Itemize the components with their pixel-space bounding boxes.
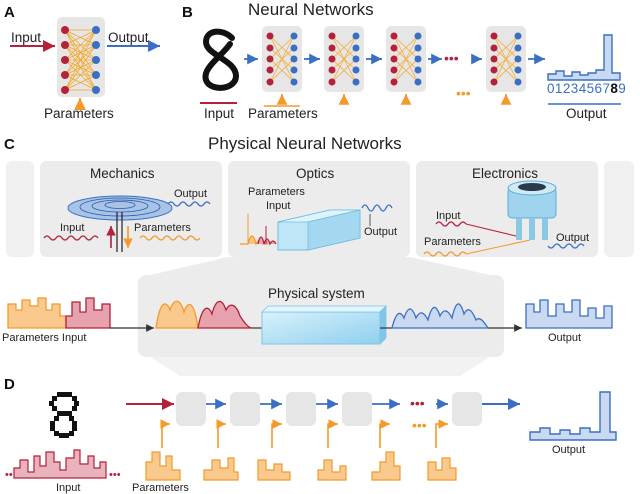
c-title: Physical Neural Networks	[208, 134, 402, 153]
a-output-label: Output	[108, 30, 149, 45]
system-parameters-input: Parameters Input	[2, 332, 87, 344]
panel-d-parameter-histograms	[145, 451, 457, 481]
b-input-label: Input	[204, 106, 235, 121]
panel-label-b: B	[182, 4, 193, 21]
electronics-title: Electronics	[472, 166, 539, 181]
b-digit: 8	[610, 81, 619, 96]
panel-label-a: A	[4, 4, 15, 21]
a-parameters-label: Parameters	[44, 106, 114, 121]
electronics-component	[423, 180, 585, 257]
electronics-output: Output	[556, 232, 590, 244]
b-digit: 9	[618, 81, 627, 96]
mechanics-input: Input	[60, 222, 85, 234]
panel-label-d: D	[4, 376, 15, 393]
physical-system-title: Physical system	[268, 286, 365, 301]
system-output: Output	[548, 332, 582, 344]
b-digit: 3	[570, 81, 579, 96]
panel-a-network	[10, 17, 160, 110]
svg-text:•••: •••	[410, 395, 425, 411]
mechanics-parameters: Parameters	[134, 222, 191, 234]
b-digit: 1	[554, 81, 563, 96]
mechanics-plate	[43, 195, 211, 252]
optics-input: Input	[266, 200, 291, 212]
d-output-label: Output	[552, 444, 586, 456]
panel-d-chain: ••• •••	[126, 392, 520, 448]
b-title: Neural Networks	[248, 0, 374, 19]
panel-b-output-histogram	[547, 34, 621, 105]
electronics-input: Input	[436, 210, 461, 222]
svg-text:•••: •••	[109, 469, 121, 481]
svg-text:•••: •••	[456, 85, 471, 101]
d-input-label: Input	[56, 482, 81, 494]
optics-parameters: Parameters	[248, 186, 305, 198]
physical-system-strip	[7, 297, 613, 345]
svg-text:•••: •••	[412, 417, 427, 433]
optics-output: Output	[364, 226, 398, 238]
panel-d-output-histogram	[529, 391, 617, 441]
mechanics-output: Output	[174, 188, 208, 200]
b-output-label: Output	[566, 106, 607, 121]
b-digit: 7	[602, 81, 611, 96]
b-digit: 4	[578, 81, 587, 96]
panel-label-c: C	[4, 136, 15, 153]
mechanics-title: Mechanics	[90, 166, 155, 181]
a-input-label: Input	[11, 30, 42, 45]
electronics-parameters: Parameters	[424, 236, 481, 248]
b-digit-row: 0123456789	[547, 81, 626, 96]
optics-title: Optics	[296, 166, 335, 181]
svg-text:•••: •••	[444, 50, 459, 66]
b-parameters-label: Parameters	[248, 106, 318, 121]
b-digit: 2	[562, 81, 571, 96]
panel-d-digit	[49, 392, 79, 438]
panel-d-input-histogram: •• •••	[5, 449, 121, 481]
d-parameters-label: Parameters	[132, 482, 189, 494]
panel-b-layers: ••• •••	[244, 25, 545, 107]
panel-b-digit	[202, 28, 240, 91]
b-digit: 5	[586, 81, 595, 96]
svg-text:••: ••	[5, 469, 13, 481]
b-digit: 0	[547, 81, 555, 96]
optics-slab	[240, 204, 393, 251]
b-digit: 6	[594, 81, 603, 96]
